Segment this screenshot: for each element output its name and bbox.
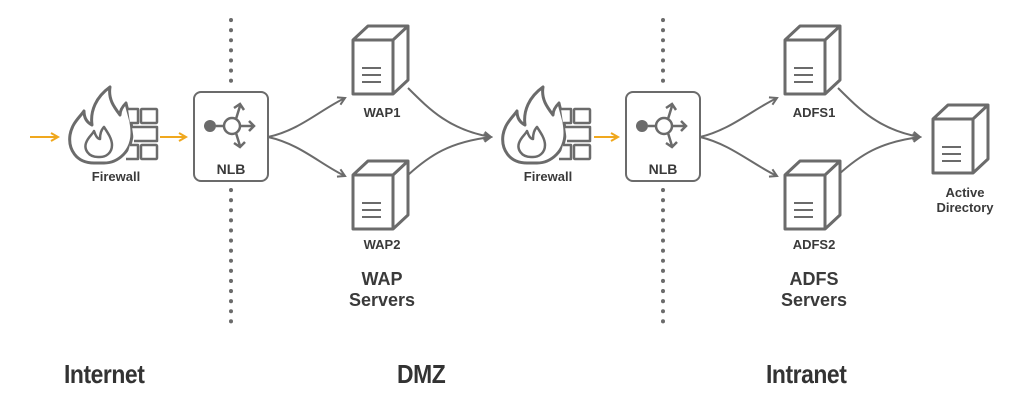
zone-label-internet: Internet (64, 359, 145, 389)
nlb1-label: NLB (216, 161, 246, 177)
server-icon (931, 103, 990, 175)
wap-servers-group-label: WAP Servers (348, 269, 416, 310)
edge-adfs2-ad (837, 137, 920, 176)
edge-nlb2-adfs2 (699, 136, 777, 176)
edge-nlb2-adfs1 (699, 98, 777, 138)
nlb-node-2 (625, 91, 701, 182)
server-icon (783, 159, 842, 231)
active-directory-label: Active Directory (936, 185, 994, 215)
server-icon (783, 24, 842, 96)
nlb-node-1 (193, 91, 269, 182)
edge-wap2-firewall2 (407, 137, 491, 176)
edge-adfs1-ad (837, 87, 920, 137)
adfs-servers-group-label: ADFS Servers (780, 269, 848, 310)
server-icon (351, 24, 410, 96)
firewall-icon (68, 85, 159, 165)
server-icon (351, 159, 410, 231)
firewall2-label: Firewall (523, 169, 573, 184)
edge-nlb1-wap1 (267, 98, 345, 138)
adfs1-label: ADFS1 (792, 105, 836, 120)
zone-label-dmz: DMZ (397, 359, 446, 389)
wap2-label: WAP2 (363, 237, 401, 252)
firewall-icon (501, 85, 592, 165)
nlb2-label: NLB (648, 161, 678, 177)
wap1-label: WAP1 (363, 105, 401, 120)
zone-label-intranet: Intranet (766, 359, 847, 389)
adfs2-label: ADFS2 (792, 237, 836, 252)
edge-wap1-firewall2 (407, 87, 491, 137)
firewall1-label: Firewall (91, 169, 141, 184)
edge-nlb1-wap2 (267, 136, 345, 176)
